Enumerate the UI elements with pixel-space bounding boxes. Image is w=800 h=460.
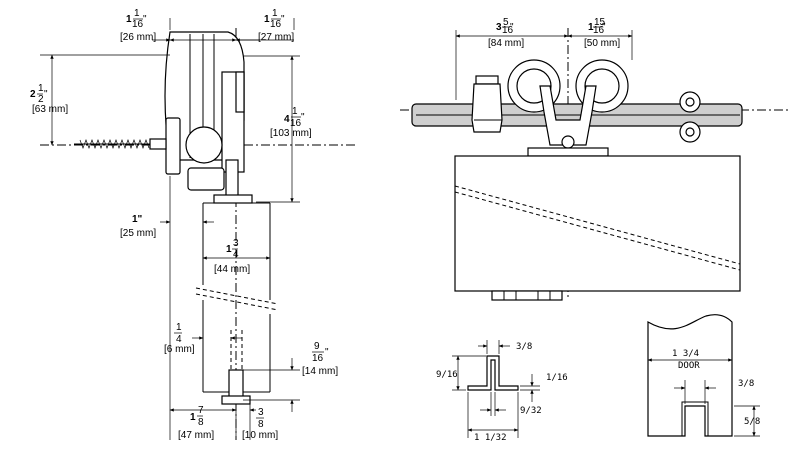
dim-front-right-whole: 1: [588, 22, 594, 33]
floor-guide: [491, 290, 563, 301]
dim-door-den: 4: [233, 249, 239, 260]
dim-door-mm: [44 mm]: [214, 264, 250, 275]
door-edge-section: [647, 314, 733, 437]
dim-height-unit: ": [301, 112, 305, 123]
dim-height-num: 1: [292, 106, 298, 117]
dim-bottom-left-mm: [47 mm]: [178, 430, 214, 441]
side-view: 1 1 16 " [26 mm] 1 1 16 " [27 mm] 2 1 2 …: [30, 8, 358, 441]
dim-front-left-den: 16: [502, 25, 514, 36]
dim-top-left-mm: [26 mm]: [120, 32, 156, 43]
door-section: [195, 202, 279, 405]
guide-profile-detail: 3/8 9/16 1/16 9/32 1 1/32: [436, 340, 568, 443]
axle-nut: [185, 126, 223, 164]
dim-top-left-whole: 1: [126, 14, 132, 25]
dim-gap-mm: [6 mm]: [164, 344, 195, 355]
dim-height-den: 16: [290, 118, 302, 129]
dim-door-whole: 1: [226, 244, 232, 255]
guide-dim-flange: 1/16: [546, 373, 568, 383]
guide-dim-height: 9/16: [436, 370, 458, 380]
dim-front-right-num: 15: [594, 17, 606, 28]
dim-top-left-unit: ": [143, 14, 147, 25]
hanger-plate: [213, 194, 253, 204]
dim-bottom-right-den: 8: [258, 419, 264, 430]
dim-wheel-unit: ": [44, 89, 48, 100]
door-panel: [454, 155, 741, 292]
dim-front-left-num: 5: [503, 17, 509, 28]
dim-height-mm: [103 mm]: [270, 128, 312, 139]
lag-screw: [74, 138, 167, 150]
dim-bottom-left-whole: 1: [190, 412, 196, 423]
dim-bottom-right-num: 3: [258, 407, 264, 418]
dim-front-left-unit: ": [510, 22, 514, 33]
dim-front-right-mm: [50 mm]: [584, 38, 620, 49]
groove-dim-depth: 5/8: [744, 417, 760, 427]
dim-top-left-den: 16: [132, 19, 144, 30]
door-bracket: [527, 147, 609, 157]
dim-guide-den: 16: [312, 353, 324, 364]
dim-wheel-den: 2: [38, 94, 44, 105]
front-view: 3 5 16 " [84 mm] 1 15 16 " [50 mm]: [400, 17, 790, 301]
dim-offset-mm: [25 mm]: [120, 228, 156, 239]
dim-wheel-mm: [63 mm]: [32, 104, 68, 115]
dim-wheel-whole: 2: [30, 89, 36, 100]
dim-guide-unit: ": [325, 347, 329, 358]
wall-bracket: [679, 91, 701, 143]
dim-front-right-den: 16: [593, 25, 605, 36]
dim-bottom-left-den: 8: [198, 417, 204, 428]
dim-top-right-whole: 1: [264, 14, 270, 25]
dim-guide-mm: [14 mm]: [302, 366, 338, 377]
guide-dim-width: 1 1/32: [474, 433, 507, 443]
dim-top-right-den: 16: [270, 19, 282, 30]
dim-guide-num: 9: [314, 341, 320, 352]
groove-door-label: DOOR: [678, 361, 700, 371]
dim-door-num: 3: [233, 238, 239, 249]
groove-dim-door: 1 3/4: [672, 349, 699, 359]
dim-top-right-mm: [27 mm]: [258, 32, 294, 43]
guide-dim-top: 3/8: [516, 342, 532, 352]
guide-profile: [467, 355, 519, 391]
dim-bottom-right-mm: [10 mm]: [242, 430, 278, 441]
door-groove-detail: 1 3/4 DOOR 3/8 5/8: [647, 314, 760, 437]
hanger-wheels: [507, 59, 629, 157]
dim-front-left-whole: 3: [496, 22, 502, 33]
rail-stopper: [471, 75, 503, 133]
dim-front-right-unit: ": [602, 22, 606, 33]
dim-top-right-num: 1: [272, 8, 278, 19]
bolt-head: [165, 117, 181, 175]
dim-front-left-mm: [84 mm]: [488, 38, 524, 49]
dim-height-whole: 4: [284, 114, 290, 125]
dim-top-left-num: 1: [134, 8, 140, 19]
dim-bottom-left-num: 7: [198, 405, 204, 416]
dim-top-right-unit: ": [281, 14, 285, 25]
dim-wheel-num: 1: [38, 83, 44, 94]
dim-offset: 1": [132, 214, 143, 225]
dim-gap-num: 1: [176, 322, 182, 333]
groove-dim-width: 3/8: [738, 379, 754, 389]
dim-gap-den: 4: [176, 334, 182, 345]
hanger-stem: [225, 159, 239, 197]
guide-dim-inner: 9/32: [520, 406, 542, 416]
